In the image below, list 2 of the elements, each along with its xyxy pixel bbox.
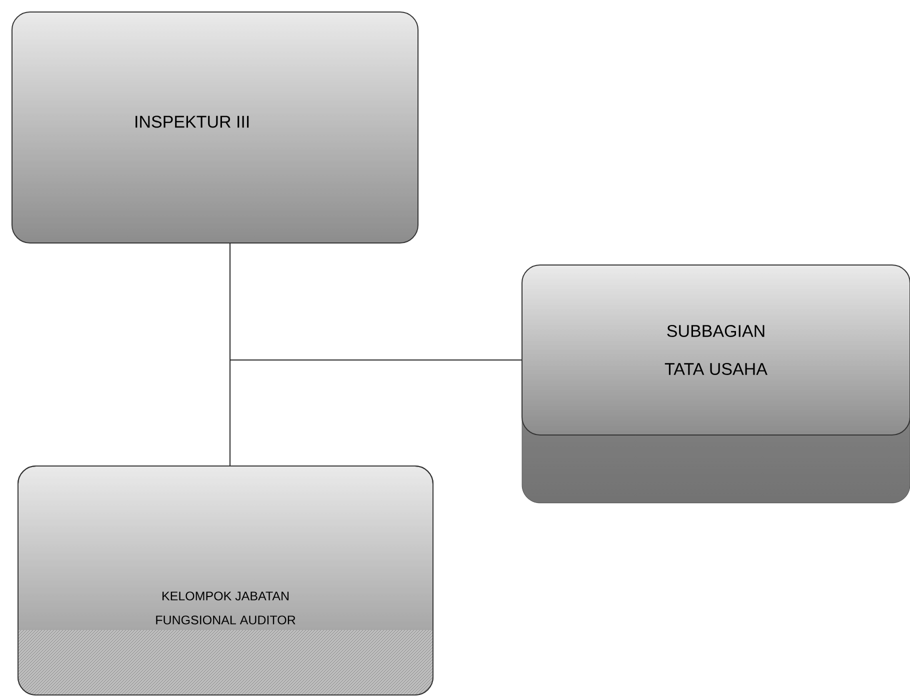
inspector-box: INSPEKTUR III <box>12 12 418 244</box>
subdivision-box: SUBBAGIAN TATA USAHA <box>522 264 910 504</box>
